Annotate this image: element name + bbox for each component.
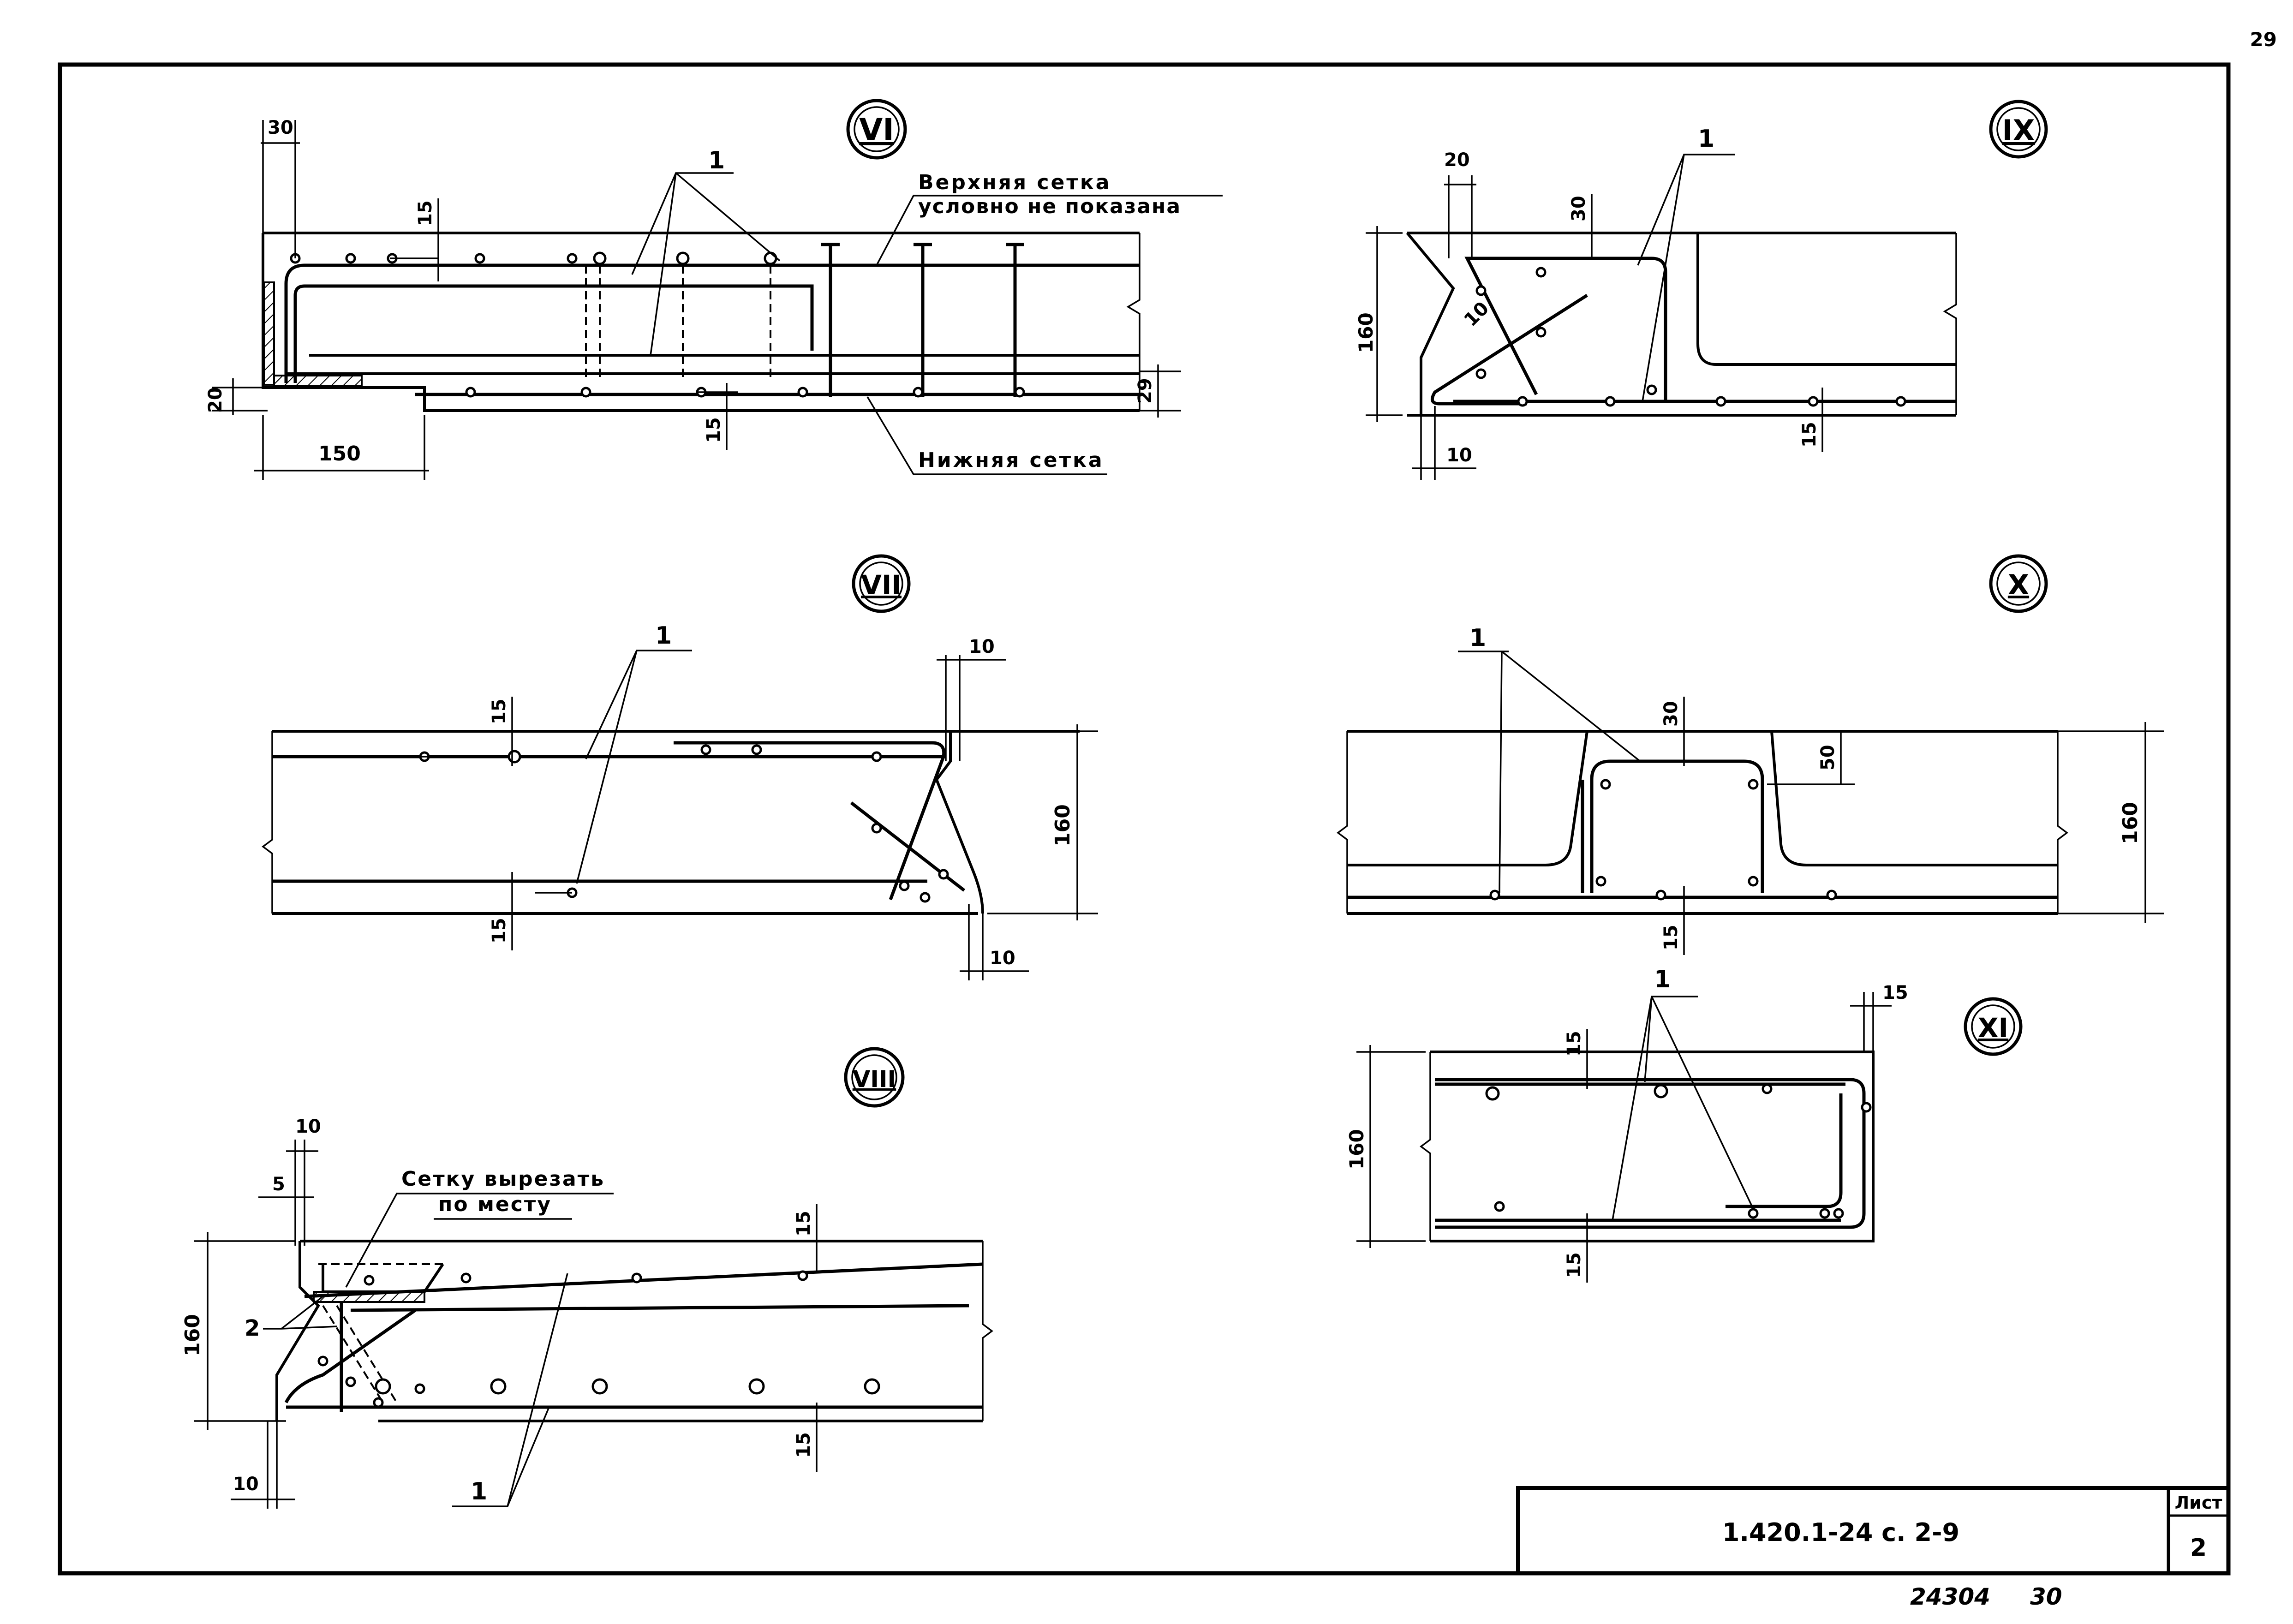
vi-callout-1: 1 — [708, 147, 725, 174]
viii-dim-15a: 15 — [793, 1211, 814, 1236]
viii-note-line-2: по месту — [438, 1193, 552, 1216]
vi-note-bottom: Нижняя сетка — [918, 448, 1104, 472]
marker-ix-text: IX — [2002, 113, 2035, 147]
vi-dim-15b: 15 — [703, 417, 724, 443]
marker-xi-text: XI — [1978, 1012, 2008, 1044]
viii-dim-15b: 15 — [793, 1432, 814, 1458]
format-number: 30 — [2030, 1583, 2062, 1610]
vi-dim-15a: 15 — [415, 200, 436, 226]
viii-note-line-1: Сетку вырезать — [401, 1167, 605, 1191]
vi-note-top-1: Верхняя сетка — [918, 171, 1111, 194]
page-number: 29 — [2250, 28, 2277, 51]
sheet-frame — [58, 62, 2231, 1576]
viii-callout-1: 1 — [471, 1478, 487, 1505]
vi-dim-29: 29 — [1135, 378, 1156, 404]
sheet-code: 1.420.1-24 с. 2-9 — [1722, 1518, 1959, 1547]
xi-dim-15a: 15 — [1564, 1031, 1585, 1057]
detail-x: X 1 30 50 160 15 — [1337, 554, 2164, 955]
vii-dim-15b: 15 — [489, 918, 510, 943]
ix-dim-15: 15 — [1799, 422, 1820, 448]
section-marker-vi: VI — [846, 99, 907, 160]
vii-dim-15a: 15 — [489, 699, 510, 724]
ix-callout-1: 1 — [1698, 125, 1714, 153]
xi-dim-15b: 15 — [1882, 982, 1908, 1003]
sheet-value: 2 — [2190, 1534, 2207, 1562]
section-marker-xi: XI — [1964, 997, 2023, 1056]
x-callout-1: 1 — [1469, 624, 1486, 652]
viii-dim-10b: 10 — [233, 1474, 259, 1495]
title-block: 1.420.1-24 с. 2-9 Лист 2 — [1516, 1486, 2230, 1575]
xi-callout-1: 1 — [1654, 966, 1671, 993]
detail-vi: VI 1 Ве — [205, 99, 1223, 480]
detail-xi: XI 1 15 15 160 15 — [1345, 966, 2023, 1283]
marker-vii-text: VII — [861, 569, 902, 601]
viii-dim-10a: 10 — [295, 1116, 321, 1137]
ix-dim-30: 30 — [1568, 196, 1589, 221]
marker-viii-text: VIII — [853, 1066, 896, 1093]
ix-dim-10b: 10 — [1446, 445, 1472, 466]
vi-note-top-2: условно не показана — [918, 195, 1181, 218]
inventory-number: 24304 — [1910, 1583, 1990, 1610]
detail-vii: VII 1 15 15 10 10 160 — [262, 554, 1098, 980]
section-marker-x: X — [1989, 554, 2048, 613]
x-dim-50: 50 — [1817, 745, 1839, 770]
x-dim-160: 160 — [2119, 802, 2142, 844]
x-dim-30: 30 — [1660, 701, 1682, 727]
vii-dim-10a: 10 — [969, 636, 995, 657]
viii-dim-160: 160 — [181, 1314, 204, 1356]
xi-dim-160: 160 — [1345, 1129, 1368, 1170]
vi-dim-150: 150 — [318, 442, 361, 466]
section-marker-ix: IX — [1989, 100, 2048, 159]
vii-callout-1: 1 — [655, 622, 672, 650]
xi-dim-15c: 15 — [1564, 1252, 1585, 1278]
section-marker-viii: VIII — [844, 1047, 905, 1108]
viii-callout-2: 2 — [245, 1315, 260, 1341]
vi-dim-20: 20 — [205, 387, 226, 413]
viii-dim-5: 5 — [272, 1174, 285, 1195]
marker-x-text: X — [2008, 569, 2029, 601]
detail-viii: VIII Сетку вырезать по месту 2 1 — [181, 1047, 993, 1509]
section-marker-vii: VII — [852, 554, 911, 613]
ix-dim-160: 160 — [1355, 312, 1377, 353]
detail-ix: IX 1 20 30 10 160 10 15 — [1355, 100, 2048, 480]
vii-dim-160: 160 — [1051, 804, 1075, 847]
ix-dim-20: 20 — [1444, 149, 1470, 171]
vi-dim-30: 30 — [268, 117, 293, 138]
marker-vi-text: VI — [859, 112, 894, 148]
vii-dim-10b: 10 — [990, 948, 1015, 969]
sheet-label: Лист — [2175, 1493, 2222, 1513]
x-dim-15: 15 — [1660, 925, 1682, 950]
